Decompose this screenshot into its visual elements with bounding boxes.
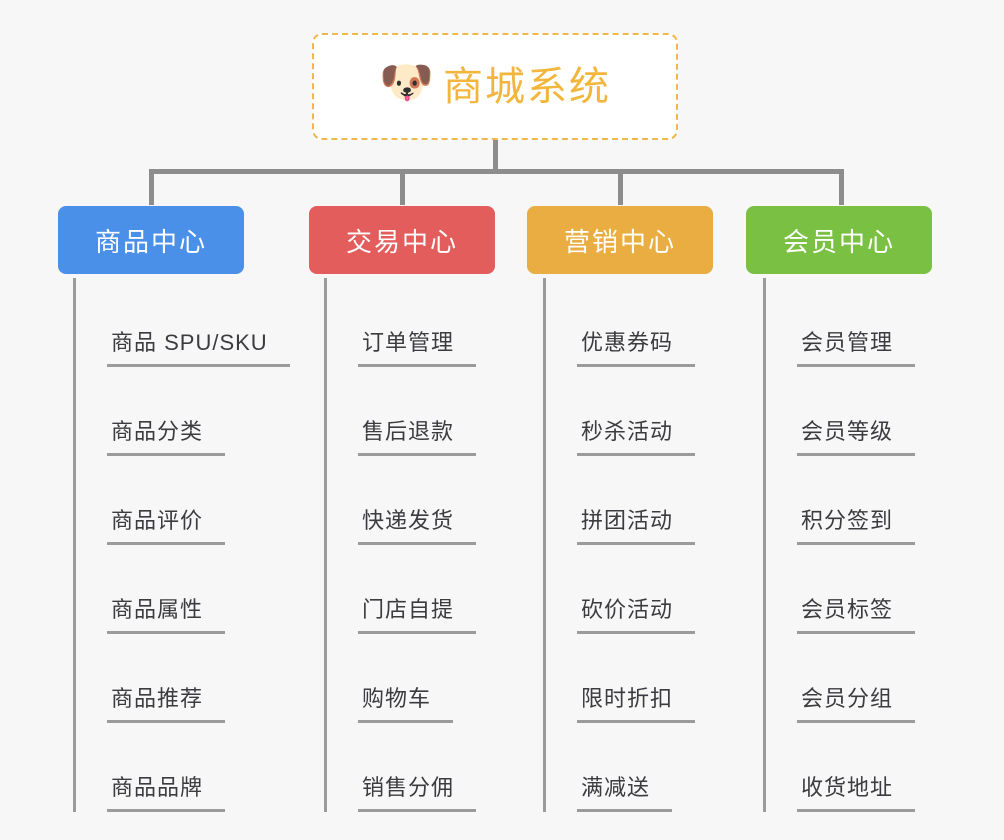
list-item[interactable]: 会员管理 (763, 278, 916, 367)
sub-item-label: 限时折扣 (577, 681, 696, 723)
list-item[interactable]: 售后退款 (324, 367, 477, 456)
list-item[interactable]: 积分签到 (763, 456, 916, 545)
branch-node-3[interactable]: 营销中心 (527, 206, 713, 274)
shiba-dog-face-icon: 🐶 (379, 57, 434, 107)
list-item[interactable]: 会员分组 (763, 634, 916, 723)
list-item[interactable]: 会员等级 (763, 367, 916, 456)
list-item[interactable]: 商品品牌 (73, 723, 290, 812)
sub-item-label: 优惠券码 (577, 325, 696, 367)
sub-item-label: 门店自提 (358, 592, 477, 634)
list-item[interactable]: 快递发货 (324, 456, 477, 545)
connector-drop-branch-4 (839, 169, 844, 205)
branch-node-1[interactable]: 商品中心 (58, 206, 244, 274)
sub-column-3-spine (543, 278, 546, 812)
list-item[interactable]: 商品推荐 (73, 634, 290, 723)
sub-column-4: 会员管理 会员等级 积分签到 会员标签 会员分组 收货地址 (763, 278, 916, 812)
sub-item-label: 商品属性 (107, 592, 226, 634)
list-item[interactable]: 订单管理 (324, 278, 477, 367)
sub-column-2: 订单管理 售后退款 快递发货 门店自提 购物车 销售分佣 (324, 278, 477, 812)
list-item[interactable]: 商品评价 (73, 456, 290, 545)
connector-root-stem (493, 140, 498, 172)
root-node-title: 商城系统 (443, 64, 611, 109)
sub-column-3: 优惠券码 秒杀活动 拼团活动 砍价活动 限时折扣 满减送 (543, 278, 696, 812)
sub-item-label: 商品 SPU/SKU (107, 325, 290, 367)
connector-drop-branch-2 (400, 169, 405, 205)
branch-node-3-label: 营销中心 (563, 226, 676, 257)
sub-column-1-spine (73, 278, 76, 812)
branch-node-2[interactable]: 交易中心 (309, 206, 495, 274)
sub-item-label: 收货地址 (797, 770, 916, 812)
sub-item-label: 砍价活动 (577, 592, 696, 634)
list-item[interactable]: 商品 SPU/SKU (73, 278, 290, 367)
sub-column-1: 商品 SPU/SKU 商品分类 商品评价 商品属性 商品推荐 商品品牌 (73, 278, 290, 812)
sub-item-label: 销售分佣 (358, 770, 477, 812)
list-item[interactable]: 满减送 (543, 723, 695, 812)
sub-column-2-spine (324, 278, 327, 812)
list-item[interactable]: 商品属性 (73, 545, 290, 634)
sub-item-label: 会员标签 (797, 592, 916, 634)
connector-drop-branch-3 (618, 169, 623, 205)
sub-item-label: 购物车 (358, 681, 454, 723)
list-item[interactable]: 秒杀活动 (543, 367, 696, 456)
sub-item-label: 快递发货 (358, 503, 477, 545)
list-item[interactable]: 拼团活动 (543, 456, 696, 545)
sub-item-label: 积分签到 (797, 503, 916, 545)
sub-item-label: 会员分组 (797, 681, 916, 723)
sub-item-label: 会员等级 (797, 414, 916, 456)
list-item[interactable]: 门店自提 (324, 545, 477, 634)
branch-node-4-label: 会员中心 (782, 226, 895, 257)
sub-item-label: 会员管理 (797, 325, 916, 367)
connector-drop-branch-1 (149, 169, 154, 205)
connector-horizontal-bus (149, 169, 844, 174)
sub-item-label: 秒杀活动 (577, 414, 696, 456)
branch-node-2-label: 交易中心 (345, 226, 458, 257)
sub-item-label: 商品分类 (107, 414, 226, 456)
sub-item-label: 订单管理 (358, 325, 477, 367)
root-node-card[interactable]: 🐶 商城系统 (312, 33, 678, 140)
list-item[interactable]: 砍价活动 (543, 545, 696, 634)
sub-item-label: 满减送 (577, 770, 673, 812)
list-item[interactable]: 商品分类 (73, 367, 290, 456)
branch-node-1-label: 商品中心 (94, 226, 207, 257)
sub-item-label: 商品评价 (107, 503, 226, 545)
sub-item-label: 拼团活动 (577, 503, 696, 545)
sub-item-label: 售后退款 (358, 414, 477, 456)
list-item[interactable]: 销售分佣 (324, 723, 477, 812)
list-item[interactable]: 限时折扣 (543, 634, 696, 723)
list-item[interactable]: 优惠券码 (543, 278, 696, 367)
sub-item-label: 商品品牌 (107, 770, 226, 812)
list-item[interactable]: 会员标签 (763, 545, 916, 634)
sub-column-4-spine (763, 278, 766, 812)
branch-node-4[interactable]: 会员中心 (746, 206, 932, 274)
sub-item-label: 商品推荐 (107, 681, 226, 723)
list-item[interactable]: 收货地址 (763, 723, 916, 812)
list-item[interactable]: 购物车 (324, 634, 476, 723)
